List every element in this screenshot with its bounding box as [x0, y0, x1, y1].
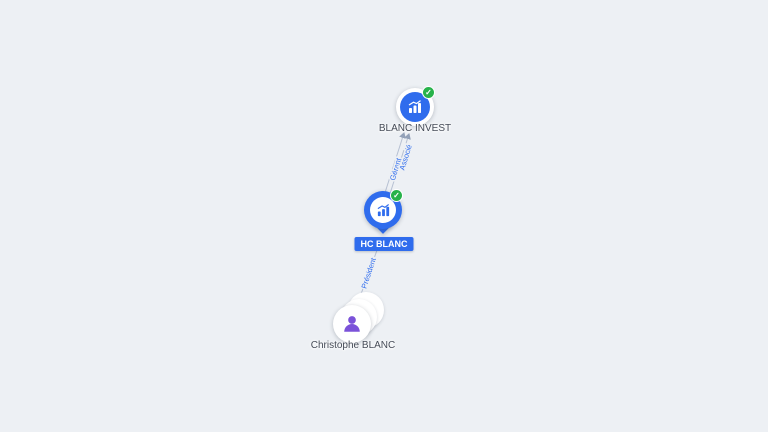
- company-icon-background: [370, 197, 396, 223]
- person-icon: [344, 316, 360, 332]
- node-blanc-invest[interactable]: ✓: [396, 86, 435, 126]
- growth-chart-icon: [408, 100, 421, 113]
- node-christophe-blanc[interactable]: [333, 305, 371, 343]
- node-label-hc-blanc[interactable]: HC BLANC: [354, 237, 414, 251]
- growth-chart-icon: [377, 203, 389, 216]
- company-icon-background: [400, 92, 430, 122]
- edge-label-associe: Associé: [397, 143, 413, 171]
- node-hc-blanc[interactable]: ✓: [364, 189, 403, 239]
- verified-check-icon: ✓: [422, 86, 435, 99]
- edge-label-gerant: Gérant: [388, 156, 404, 181]
- node-label-christophe-blanc[interactable]: Christophe BLANC: [310, 340, 396, 351]
- node-label-blanc-invest[interactable]: BLANC INVEST: [378, 123, 452, 134]
- edge-label-president: Président: [359, 256, 378, 290]
- verified-check-icon: ✓: [390, 189, 403, 202]
